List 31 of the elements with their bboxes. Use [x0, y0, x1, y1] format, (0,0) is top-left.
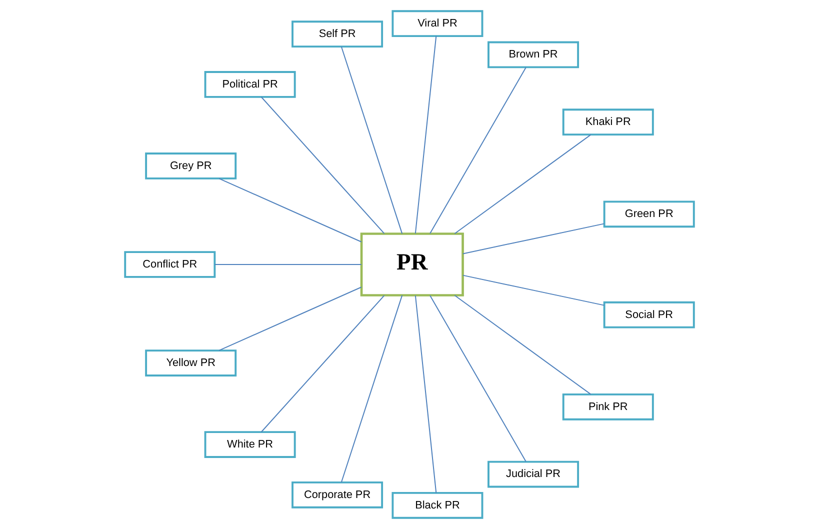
connector — [218, 286, 362, 351]
connector — [454, 294, 592, 395]
connector — [462, 274, 604, 306]
node-box: Political PR — [204, 71, 296, 98]
node-box: Conflict PR — [124, 251, 216, 278]
node-box: PR — [360, 232, 464, 296]
node-box: White PR — [204, 431, 296, 458]
connector — [462, 223, 604, 254]
node-box: Judicial PR — [488, 460, 580, 488]
node-box: Brown PR — [488, 41, 580, 68]
node-box: Pink PR — [562, 393, 654, 420]
node-box: Corporate PR — [292, 481, 384, 508]
connector — [414, 36, 437, 234]
node-box: Social PR — [603, 301, 695, 328]
node-box: Viral PR — [392, 10, 484, 37]
connector — [260, 295, 385, 432]
connector — [430, 295, 526, 462]
node-box: Yellow PR — [145, 350, 237, 376]
connector — [454, 134, 592, 234]
connector — [214, 264, 362, 265]
node-box: Black PR — [392, 492, 484, 519]
connector — [340, 46, 403, 234]
connector — [260, 96, 385, 234]
node-box: Grey PR — [145, 152, 237, 180]
connector — [218, 178, 362, 242]
connector — [414, 295, 437, 493]
connector — [430, 67, 526, 234]
node-box: Green PR — [603, 200, 695, 228]
connector — [340, 295, 403, 483]
node-box: Khaki PR — [562, 108, 654, 136]
node-box: Self PR — [292, 20, 384, 48]
